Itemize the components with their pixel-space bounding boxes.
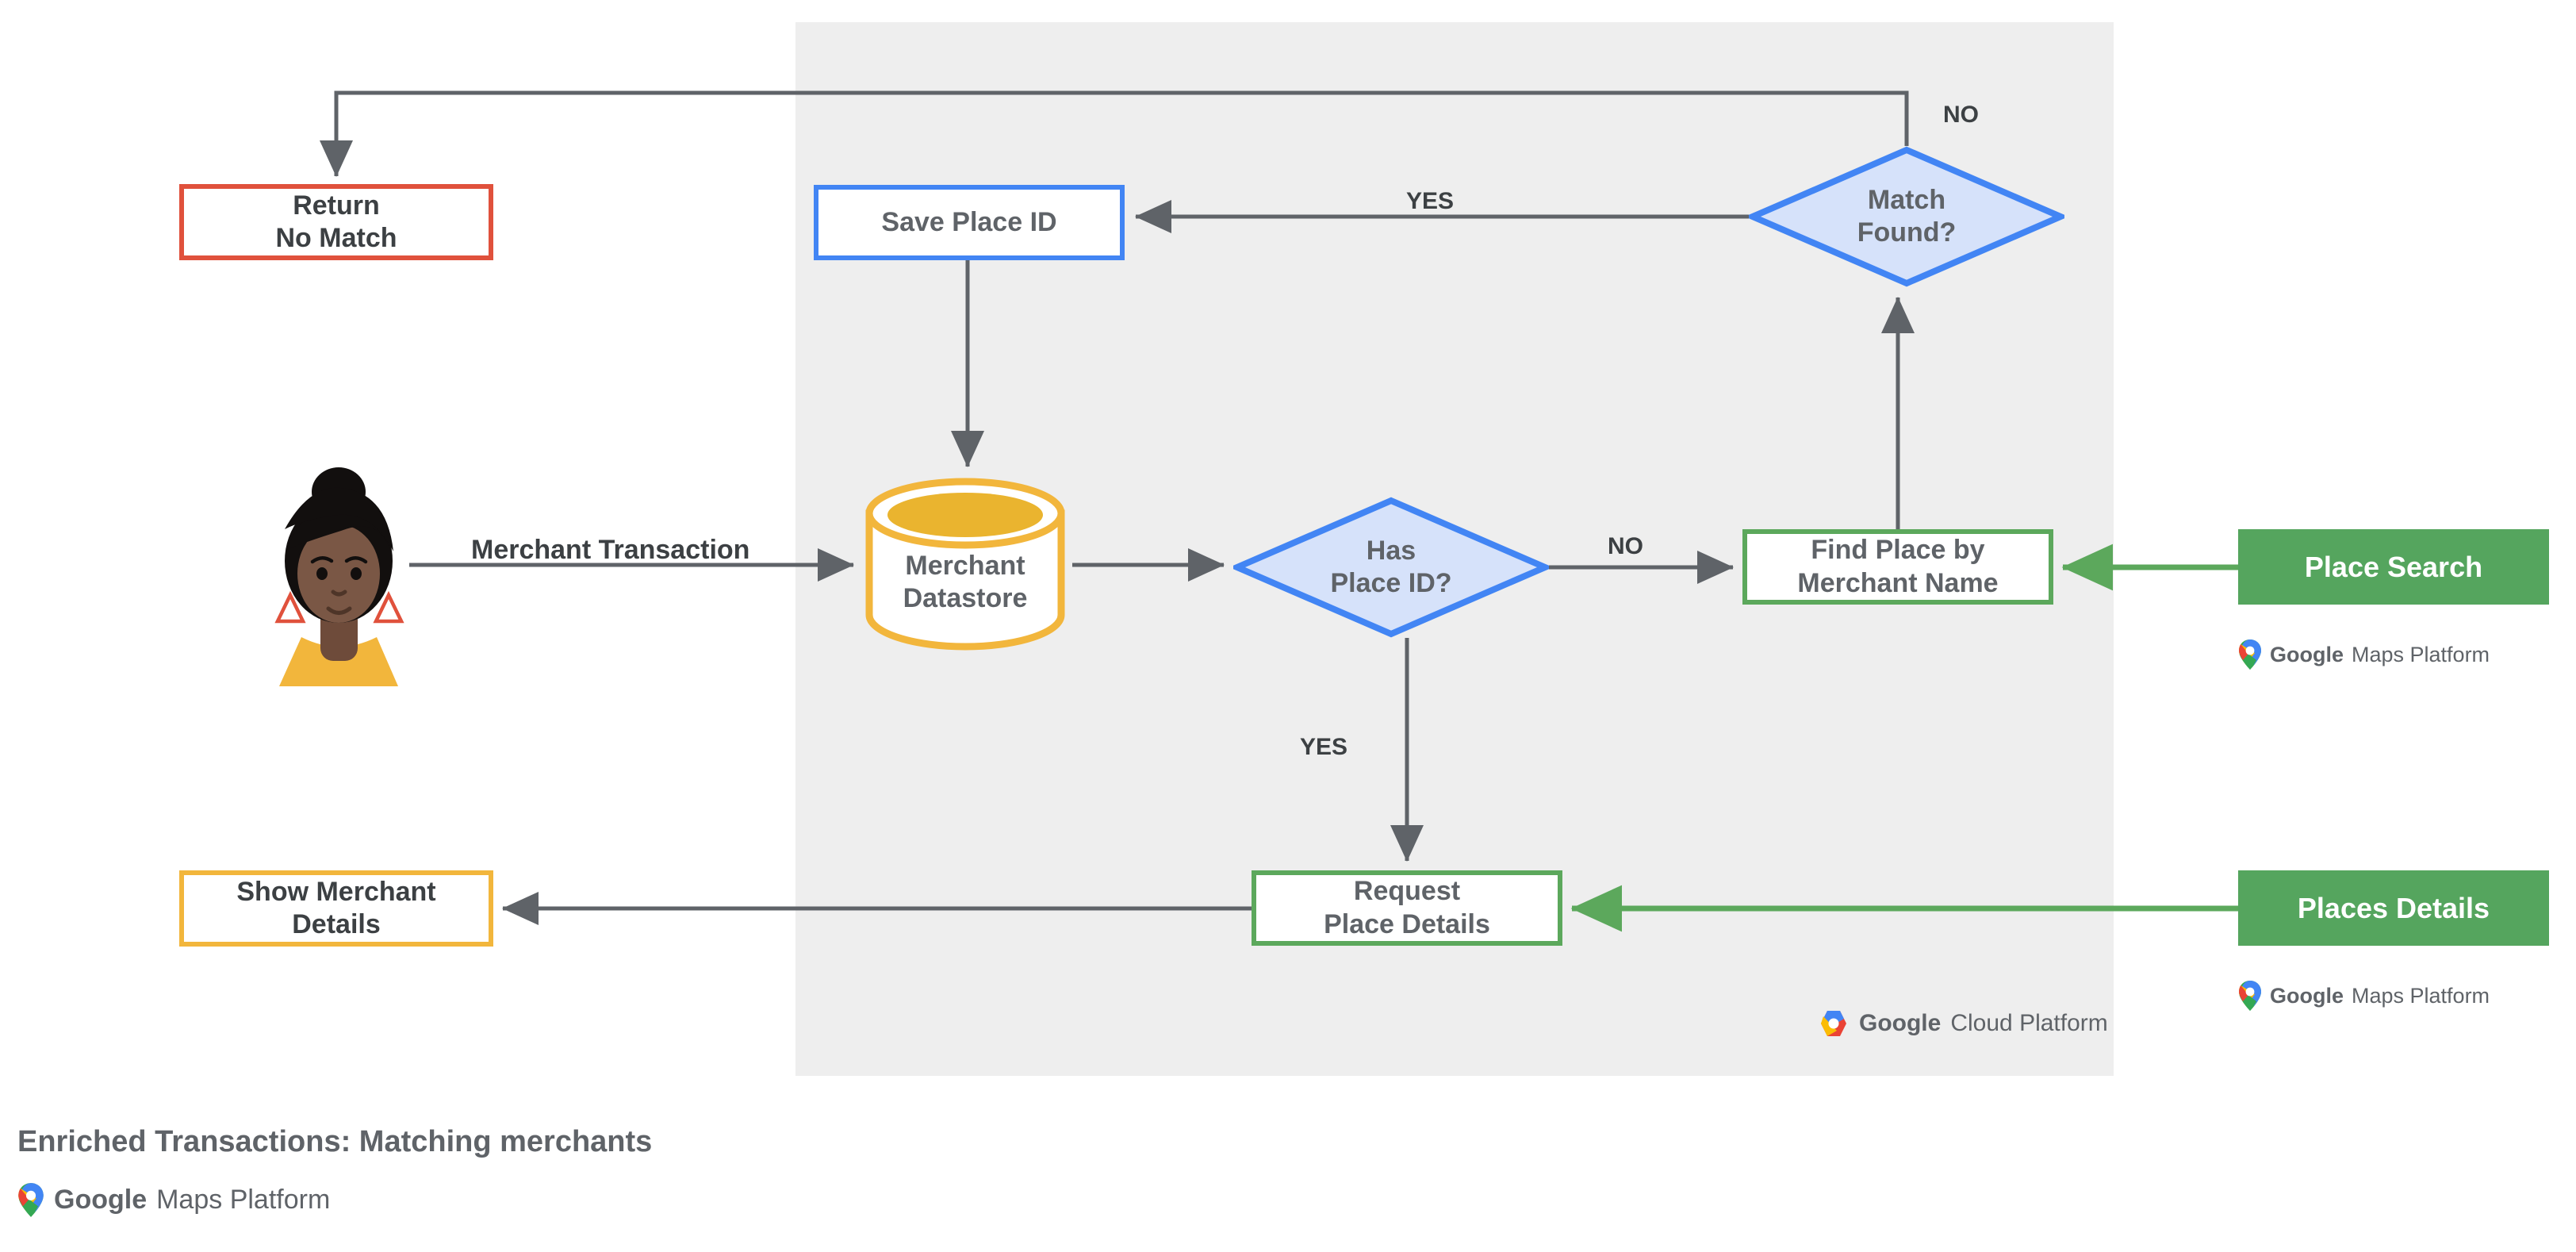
customer-avatar: [262, 456, 416, 686]
logo-google-text: Google: [2270, 642, 2344, 666]
cloud-platform-hex-icon: [1821, 1011, 1846, 1036]
label-line-1: Match: [1867, 184, 1946, 215]
maps-pin-icon: [18, 1183, 44, 1217]
edge-label-match-found-no: NO: [1943, 102, 1979, 128]
google-maps-platform-logo-place-search: Google Maps Platform: [2238, 639, 2490, 670]
label-line-1: Merchant: [905, 550, 1025, 581]
badge-google-text: Google: [1859, 1010, 1942, 1036]
edge-label-match-found-yes: YES: [1406, 188, 1455, 214]
node-match-found-label: Match Found?: [1749, 146, 2064, 287]
node-has-place-id-label: Has Place ID?: [1233, 497, 1549, 638]
logo-product-text: Maps Platform: [2352, 983, 2490, 1008]
label-line-2: Place ID?: [1330, 568, 1452, 598]
node-show-merchant-details[interactable]: Show Merchant Details: [179, 870, 493, 947]
node-return-no-match[interactable]: Return No Match: [179, 184, 493, 260]
label-line-2: Found?: [1857, 217, 1957, 248]
node-match-found[interactable]: Match Found?: [1744, 146, 2069, 287]
maps-pin-icon: [2239, 639, 2261, 670]
node-request-place-details[interactable]: Request Place Details: [1252, 870, 1562, 946]
node-merchant-datastore[interactable]: Merchant Datastore: [863, 476, 1068, 652]
api-box-places-details[interactable]: Places Details: [2238, 870, 2549, 946]
label-line-2: Datastore: [903, 583, 1028, 613]
google-cloud-platform-badge: Google Cloud Platform: [1818, 1009, 2108, 1038]
maps-pin-icon: [2239, 981, 2261, 1011]
api-box-place-search[interactable]: Place Search: [2238, 529, 2549, 605]
edge-label-has-place-id-yes: YES: [1300, 734, 1348, 760]
cylinder-icon: [865, 478, 1065, 651]
node-find-place-label: Find Place by Merchant Name: [1797, 534, 1998, 600]
badge-product-text: Cloud Platform: [1950, 1010, 2108, 1036]
logo-google-text: Google: [54, 1185, 148, 1215]
node-show-merchant-details-label: Show Merchant Details: [236, 876, 435, 942]
node-save-place-id[interactable]: Save Place ID: [814, 185, 1125, 260]
label-line-1: Request: [1353, 876, 1461, 907]
label-line-1: Return: [293, 190, 380, 221]
logo-google-text: Google: [2270, 983, 2344, 1008]
decision-diamond-icon: [1229, 497, 1554, 638]
logo-product-text: Maps Platform: [2352, 642, 2490, 666]
edge-label-merchant-transaction: Merchant Transaction: [471, 535, 750, 565]
label-line-1: Show Merchant: [236, 876, 436, 907]
caption-google-maps-platform-logo: Google Maps Platform: [17, 1182, 330, 1218]
label-line-2: Details: [292, 909, 381, 939]
node-find-place-by-merchant-name[interactable]: Find Place by Merchant Name: [1742, 529, 2053, 605]
node-request-place-details-label: Request Place Details: [1324, 875, 1490, 941]
label-line-1: Find Place by: [1811, 535, 1985, 566]
diagram-caption: Enriched Transactions: Matching merchant…: [17, 1125, 653, 1158]
label-line-2: Merchant Name: [1797, 567, 1999, 598]
node-merchant-datastore-label: Merchant Datastore: [863, 513, 1068, 652]
logo-product-text: Maps Platform: [156, 1185, 331, 1215]
node-return-no-match-label: Return No Match: [276, 190, 397, 255]
google-maps-platform-logo-places-details: Google Maps Platform: [2238, 980, 2490, 1012]
api-box-places-details-label: Places Details: [2297, 891, 2490, 924]
label-line-1: Has: [1366, 535, 1416, 566]
api-box-place-search-label: Place Search: [2304, 550, 2483, 583]
node-has-place-id[interactable]: Has Place ID?: [1229, 497, 1554, 638]
decision-diamond-icon: [1744, 146, 2069, 287]
edge-label-has-place-id-no: NO: [1608, 533, 1643, 559]
label-line-2: No Match: [275, 223, 397, 253]
node-save-place-id-label: Save Place ID: [881, 206, 1057, 237]
label-line-2: Place Details: [1324, 908, 1490, 939]
